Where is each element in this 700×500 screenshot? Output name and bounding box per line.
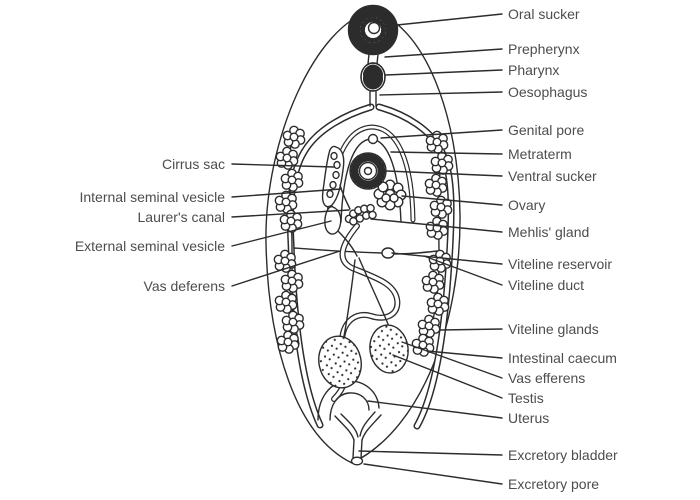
label-uterus: Uterus (508, 410, 550, 426)
excretory-bladder (334, 411, 382, 459)
oral-sucker (347, 4, 399, 56)
label-excretory-bladder: Excretory bladder (508, 447, 618, 463)
prepharynx (367, 53, 379, 65)
label-cirrus-sac: Cirrus sac (161, 156, 225, 172)
leader-line-uterus (367, 400, 503, 419)
leader-line-ovary (401, 195, 503, 206)
leader-line-prepherynx (384, 48, 503, 58)
ventral-sucker (349, 152, 387, 190)
leader-line-oral-sucker (396, 13, 503, 26)
leader-lines (231, 13, 503, 485)
leader-line-external-seminal-vesicle (231, 220, 332, 247)
leader-line-excretory-pore (363, 463, 503, 485)
leader-line-metraterm (390, 151, 503, 155)
internal-seminal-vesicle (326, 151, 341, 199)
ovary (373, 179, 407, 211)
label-viteline-glands: Viteline glands (508, 321, 599, 337)
leader-line-internal-seminal-vesicle (231, 188, 342, 198)
leader-line-vas-deferens (231, 250, 341, 287)
testis-right (369, 324, 409, 374)
genital-pore (367, 133, 379, 145)
label-metraterm: Metraterm (508, 146, 572, 162)
label-genital-pore: Genital pore (508, 122, 585, 138)
pharynx (360, 62, 386, 92)
label-pharynx: Pharynx (508, 62, 560, 78)
leader-line-mehlis-gland (370, 218, 503, 233)
external-seminal-vesicle (324, 205, 342, 235)
vitelline-glands-right (411, 130, 454, 357)
label-mehlis-gland: Mehlis' gland (508, 224, 590, 240)
leader-line-viteline-reservoir (391, 252, 503, 265)
leader-line-excretory-bladder (358, 450, 503, 456)
leader-line-ventral-sucker (386, 170, 503, 177)
label-prepherynx: Prepherynx (508, 41, 580, 57)
label-testis: Testis (508, 390, 544, 406)
label-viteline-reservoir: Viteline reservoir (508, 256, 613, 272)
vas-efferens (343, 257, 389, 337)
label-vas-efferens: Vas efferens (508, 370, 586, 386)
oesophagus (369, 90, 377, 107)
leader-line-laurer-s-canal (231, 209, 350, 218)
leader-line-testis (392, 354, 503, 399)
label-laurer-s-canal: Laurer's canal (137, 209, 226, 225)
cirrus-sac (321, 145, 345, 208)
leader-line-cirrus-sac (231, 163, 335, 168)
leader-line-oesophagus (379, 91, 503, 96)
label-intestinal-caecum: Intestinal caecum (508, 350, 617, 366)
leader-line-intestinal-caecum (426, 350, 503, 359)
label-oesophagus: Oesophagus (508, 84, 588, 100)
leader-line-vas-efferens (401, 341, 503, 379)
leader-line-genital-pore (380, 129, 503, 139)
vitelline-duct (293, 247, 438, 255)
label-viteline-duct: Viteline duct (508, 277, 585, 293)
leader-line-viteline-glands (439, 328, 503, 331)
label-internal-seminal-vesicle: Internal seminal vesicle (79, 189, 225, 205)
label-excretory-pore: Excretory pore (508, 476, 600, 492)
label-ventral-sucker: Ventral sucker (508, 168, 597, 184)
testis-left (318, 335, 362, 389)
leader-line-pharynx (385, 69, 503, 76)
laurers-canal (339, 184, 351, 210)
mehlis-gland (344, 203, 377, 226)
label-ovary: Ovary (508, 197, 546, 213)
label-external-seminal-vesicle: External seminal vesicle (74, 238, 225, 254)
label-oral-sucker: Oral sucker (508, 6, 580, 22)
label-vas-deferens: Vas deferens (143, 278, 225, 294)
leader-line-viteline-duct (423, 255, 503, 286)
excretory-pore (350, 456, 364, 466)
